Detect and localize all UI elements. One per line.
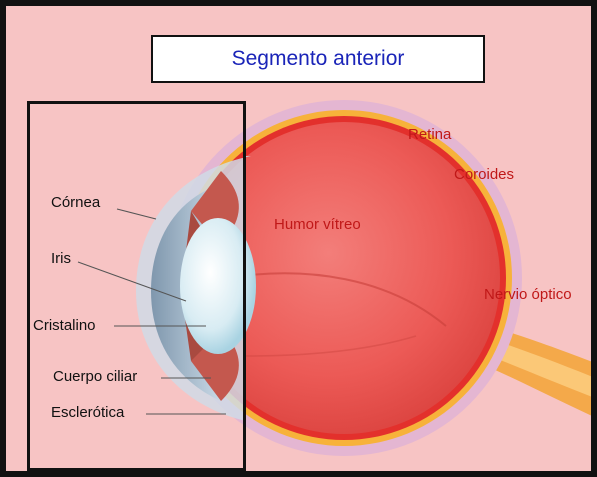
anterior-segment-highlight [27, 101, 246, 471]
label-nervio-optico: Nervio óptico [484, 286, 572, 303]
page-title: Segmento anterior [232, 47, 405, 71]
label-retina: Retina [408, 126, 451, 143]
label-humor-vitreo: Humor vítreo [274, 216, 361, 233]
title-box: Segmento anterior [151, 35, 485, 83]
label-coroides: Coroides [454, 166, 514, 183]
